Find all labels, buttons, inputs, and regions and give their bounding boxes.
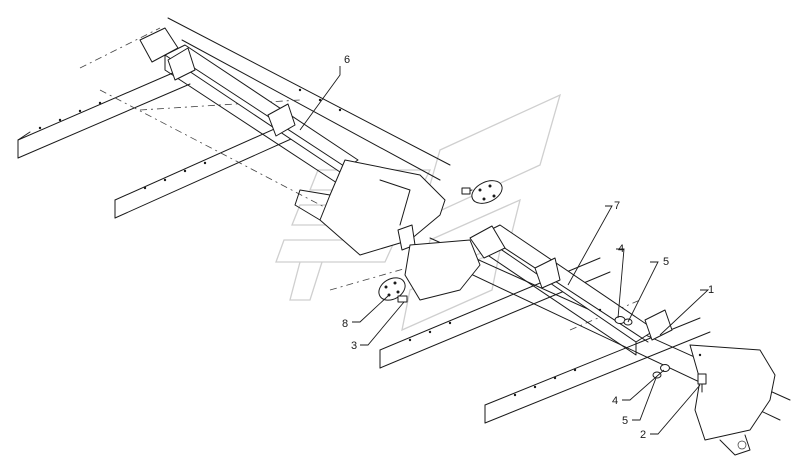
callout-labels: 6 7 4 5 1 8 3 4 5 2: [342, 54, 714, 441]
upper-frame-rail-front: [17, 71, 191, 159]
callout-5-lower: 5: [622, 415, 628, 427]
upper-frame-long-member: [79, 17, 451, 211]
lower-bracket-plate: [689, 344, 776, 456]
callout-7: 7: [614, 200, 620, 212]
flange-disc-upper: [461, 180, 503, 204]
hardware-set-upper: [614, 316, 633, 326]
lower-crossmember: [469, 224, 673, 356]
callout-4-upper: 4: [618, 243, 624, 255]
callout-3: 3: [351, 340, 357, 352]
hardware-set-lower: [652, 364, 707, 393]
upper-crossmember: [139, 27, 359, 186]
upper-frame-rail-rear: [114, 121, 301, 219]
callout-6: 6: [344, 54, 350, 66]
flange-disc-lower: [378, 277, 408, 303]
callout-4-lower: 4: [612, 395, 618, 407]
callout-2: 2: [640, 429, 646, 441]
upper-bracket-plate: [294, 159, 446, 256]
middle-bracket-plate: [404, 239, 481, 301]
callout-8: 8: [342, 318, 348, 330]
rail-holes: [38, 88, 702, 397]
callout-leaders: [299, 66, 710, 435]
callout-1: 1: [708, 284, 714, 296]
callout-5-upper: 5: [663, 256, 669, 268]
